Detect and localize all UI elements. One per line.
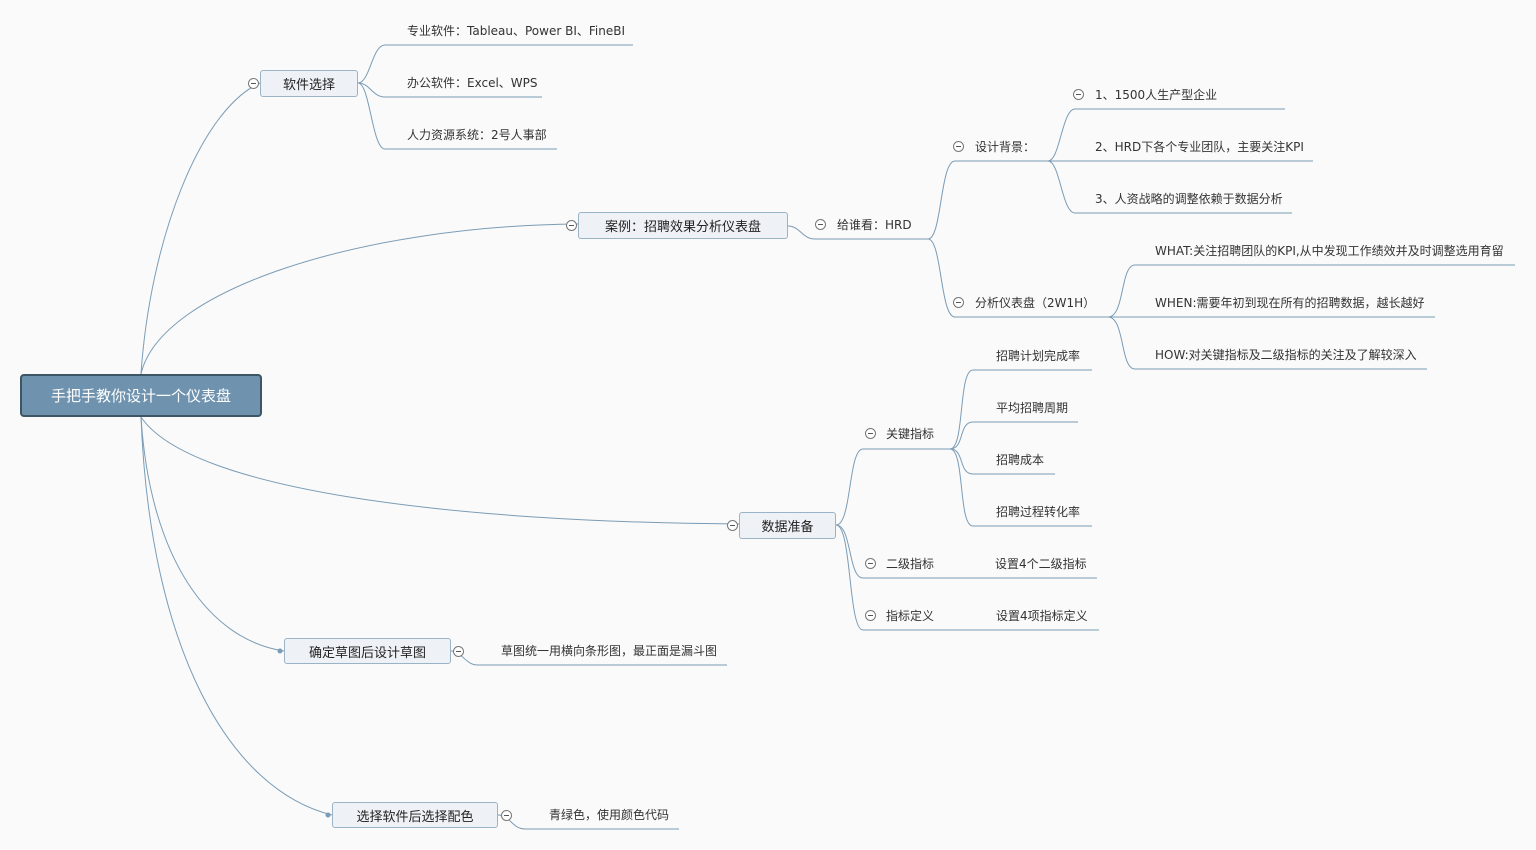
key-metric-item: 平均招聘周期 [996, 401, 1069, 415]
secondary-metrics-item: 设置4个二级指标 [995, 557, 1087, 571]
software-item: 办公软件：Excel、WPS [407, 76, 538, 90]
topic-data-preparation[interactable]: 数据准备 [739, 512, 836, 539]
design-background-label: 设计背景： [975, 140, 1036, 154]
key-metric-item: 招聘计划完成率 [996, 349, 1081, 363]
case-audience: 给谁看：HRD [837, 218, 912, 232]
topic-case[interactable]: 案例：招聘效果分析仪表盘 [578, 212, 788, 239]
collapse-icon[interactable] [815, 219, 826, 230]
sketch-item: 草图统一用横向条形图，最正面是漏斗图 [501, 644, 718, 658]
topic-color-selection[interactable]: 选择软件后选择配色 [332, 802, 498, 828]
background-item: 2、HRD下各个专业团队，主要关注KPI [1095, 140, 1304, 154]
metric-definition-item: 设置4项指标定义 [996, 609, 1088, 623]
background-item: 1、1500人生产型企业 [1095, 88, 1218, 102]
collapse-icon[interactable] [1073, 89, 1084, 100]
metric-definition-label: 指标定义 [886, 609, 935, 623]
software-item: 人力资源系统：2号人事部 [407, 128, 547, 142]
collapse-icon[interactable] [566, 220, 577, 231]
collapse-icon[interactable] [953, 297, 964, 308]
topic-software-selection[interactable]: 软件选择 [260, 70, 358, 97]
collapse-icon[interactable] [453, 646, 464, 657]
software-item: 专业软件：Tableau、Power BI、FineBI [407, 24, 625, 38]
collapse-icon[interactable] [953, 141, 964, 152]
key-metric-item: 招聘过程转化率 [996, 505, 1081, 519]
dashboard-label: 分析仪表盘（2W1H） [975, 296, 1096, 310]
collapse-icon[interactable] [248, 78, 259, 89]
collapse-icon[interactable] [501, 810, 512, 821]
background-item: 3、人资战略的调整依赖于数据分析 [1095, 192, 1283, 206]
root-topic[interactable]: 手把手教你设计一个仪表盘 [20, 374, 262, 417]
secondary-metrics-label: 二级指标 [886, 557, 935, 571]
dashboard-item: WHEN:需要年初到现在所有的招聘数据，越长越好 [1155, 296, 1425, 310]
dashboard-item: HOW:对关键指标及二级指标的关注及了解较深入 [1155, 348, 1417, 362]
key-metrics-label: 关键指标 [886, 427, 935, 441]
collapse-icon[interactable] [727, 520, 738, 531]
collapse-icon[interactable] [865, 558, 876, 569]
key-metric-item: 招聘成本 [996, 453, 1045, 467]
color-item: 青绿色，使用颜色代码 [549, 808, 670, 822]
collapse-icon[interactable] [865, 428, 876, 439]
dashboard-item: WHAT:关注招聘团队的KPI,从中发现工作绩效并及时调整选用育留 [1155, 244, 1504, 258]
collapse-icon[interactable] [865, 610, 876, 621]
topic-sketch-design[interactable]: 确定草图后设计草图 [284, 638, 451, 664]
